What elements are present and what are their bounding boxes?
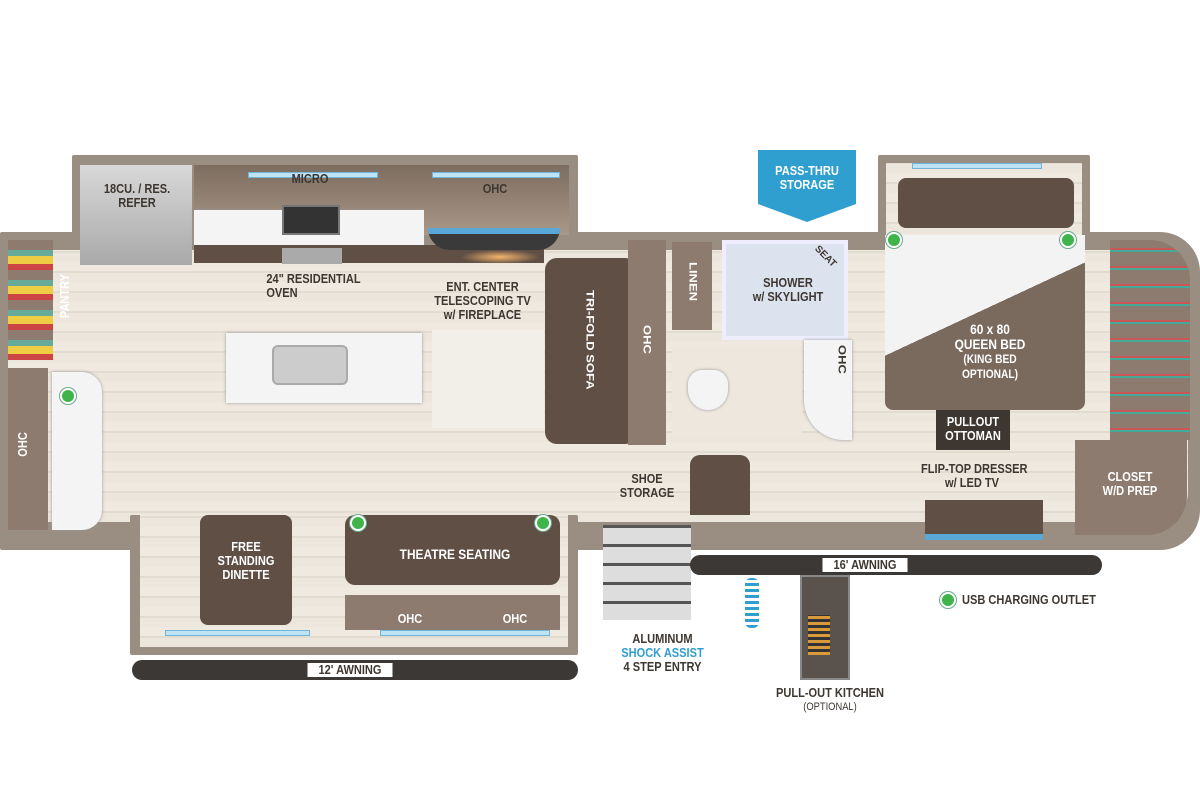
kitchen-label: PULL-OUT KITCHEN(OPTIONAL) bbox=[771, 686, 890, 714]
pantry bbox=[8, 240, 53, 360]
tv bbox=[428, 228, 560, 250]
legend-usb-icon bbox=[940, 592, 956, 608]
headboard bbox=[898, 178, 1074, 228]
left-ohc bbox=[8, 368, 48, 530]
bed-line: QUEEN BED bbox=[954, 336, 1026, 352]
ohc-label: OHC bbox=[397, 611, 423, 626]
vanity bbox=[804, 340, 852, 440]
toilet bbox=[688, 370, 728, 410]
ohc-label: OHC bbox=[482, 181, 508, 196]
theatre-label: THEATRE SEATING bbox=[399, 546, 511, 562]
cooktop bbox=[282, 205, 340, 235]
sink bbox=[272, 345, 348, 385]
vanity-ohc-label: OHC bbox=[836, 345, 849, 374]
ohc-light bbox=[248, 172, 378, 178]
left-ohc-label: OHC bbox=[15, 432, 30, 457]
usb-outlet bbox=[535, 515, 551, 531]
sofa-ohc bbox=[628, 240, 666, 445]
bed-line: 60 x 80 bbox=[970, 321, 1010, 337]
shower-line: SHOWER bbox=[763, 275, 813, 290]
oven-line: OVEN bbox=[266, 285, 298, 300]
entry-line: SHOCK ASSIST bbox=[621, 645, 704, 660]
refer-label: 18CU. / RES.REFER bbox=[90, 182, 184, 210]
usb-outlet bbox=[886, 232, 902, 248]
kitchen-line: (OPTIONAL) bbox=[803, 701, 857, 713]
shower-line: w/ SKYLIGHT bbox=[752, 289, 824, 304]
closet bbox=[1075, 440, 1187, 535]
grill bbox=[808, 615, 830, 655]
theatre-ohc bbox=[345, 595, 560, 630]
linen-closet bbox=[672, 242, 712, 330]
sofa-label: TRI-FOLD SOFA bbox=[584, 290, 597, 390]
bed-line: OPTIONAL) bbox=[961, 367, 1019, 381]
ohc-light bbox=[912, 163, 1042, 169]
dinette-line: DINETTE bbox=[222, 567, 270, 582]
pass-thru-line: PASS-THRU bbox=[775, 163, 839, 178]
shock-spring bbox=[745, 578, 759, 628]
linen-label: LINEN bbox=[687, 262, 700, 301]
ohc-label: OHC bbox=[502, 611, 528, 626]
closet-line: W/D PREP bbox=[1102, 483, 1158, 498]
shoe-line: STORAGE bbox=[619, 485, 675, 500]
ent-line: ENT. CENTER bbox=[446, 279, 519, 294]
window bbox=[165, 630, 310, 636]
closet-line: CLOSET bbox=[1107, 469, 1153, 484]
awning-12-label: 12' AWNING bbox=[307, 663, 393, 677]
dresser-line: w/ LED TV bbox=[944, 475, 1000, 490]
micro-label: MICRO bbox=[291, 171, 329, 186]
fireplace-glow bbox=[460, 250, 540, 264]
oven bbox=[282, 248, 342, 264]
usb-outlet bbox=[60, 388, 76, 404]
sofa-ohc-label: OHC bbox=[641, 325, 654, 354]
usb-outlet bbox=[350, 515, 366, 531]
oven-line: 24" RESIDENTIAL bbox=[266, 271, 361, 286]
dresser-line: FLIP-TOP DRESSER bbox=[921, 461, 1028, 476]
pass-thru-line: STORAGE bbox=[779, 177, 835, 192]
entry-line: ALUMINUM bbox=[632, 631, 693, 646]
kitchen-line: PULL-OUT KITCHEN bbox=[775, 685, 885, 700]
shoe-line: SHOE bbox=[631, 471, 663, 486]
ent-line: w/ FIREPLACE bbox=[443, 307, 522, 322]
dinette-line: FREE bbox=[231, 539, 261, 554]
awning-16-label: 16' AWNING bbox=[822, 558, 908, 572]
dinette-line: STANDING bbox=[217, 553, 275, 568]
flip-top-dresser bbox=[925, 500, 1043, 540]
entry-steps bbox=[603, 525, 691, 620]
usb-outlet bbox=[1060, 232, 1076, 248]
floor-area bbox=[432, 330, 544, 428]
entry-step-rail bbox=[690, 455, 750, 515]
refer-line: 18CU. / RES. bbox=[103, 181, 171, 196]
refer-line: REFER bbox=[118, 195, 156, 210]
ottoman-line: OTTOMAN bbox=[945, 428, 1001, 443]
theatre-seating bbox=[345, 515, 560, 585]
pullout-ottoman bbox=[936, 410, 1010, 450]
ent-line: TELESCOPING TV bbox=[434, 293, 531, 308]
refrigerator bbox=[80, 165, 192, 265]
bed-line: (KING BED bbox=[963, 352, 1017, 366]
shower bbox=[722, 240, 848, 340]
ottoman-line: PULLOUT bbox=[946, 414, 1000, 429]
ohc-light bbox=[432, 172, 560, 178]
entry-line: 4 STEP ENTRY bbox=[623, 659, 702, 674]
dinette-table bbox=[200, 515, 292, 625]
wardrobe bbox=[1110, 240, 1190, 440]
window bbox=[380, 630, 550, 636]
queen-bed bbox=[885, 235, 1085, 410]
tri-fold-sofa bbox=[545, 258, 637, 444]
legend-usb-label: USB CHARGING OUTLET bbox=[962, 592, 1096, 607]
pantry-label: PANTRY bbox=[57, 273, 72, 319]
